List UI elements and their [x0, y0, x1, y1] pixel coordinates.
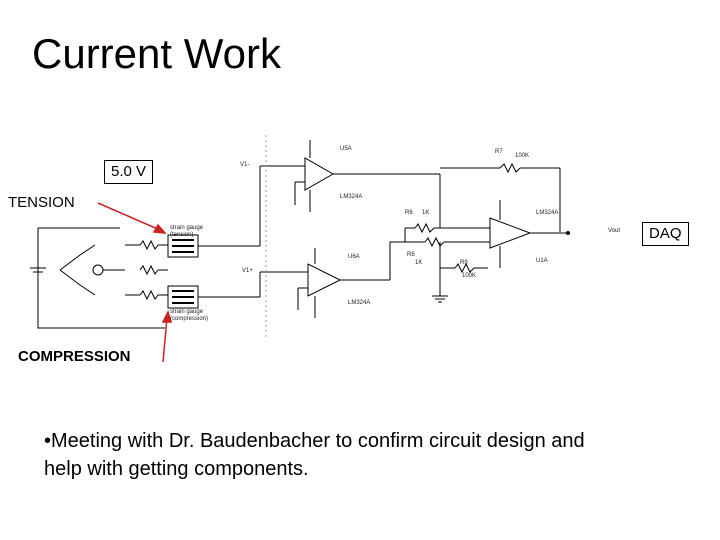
- label-gauge-tension-2: (tension): [170, 232, 193, 238]
- resistor-r6: [414, 222, 435, 234]
- compression-label: COMPRESSION: [18, 348, 131, 365]
- label-r6: R6: [405, 210, 413, 216]
- tension-label: TENSION: [8, 194, 75, 211]
- label-r7-value: 100K: [515, 153, 529, 159]
- label-v1-minus: V1-: [240, 162, 249, 168]
- label-u5a: U5A: [340, 146, 352, 152]
- label-r8: R8: [407, 252, 415, 258]
- bullet-text: •Meeting with Dr. Baudenbacher to confir…: [44, 430, 585, 480]
- resistor-r8: [424, 236, 445, 248]
- label-r9: R9: [460, 260, 468, 266]
- compression-arrow: [162, 317, 168, 363]
- label-lm324a-bottom: LM324A: [348, 300, 370, 306]
- label-r8-value: 1K: [415, 260, 422, 266]
- resistor-r7: [499, 162, 521, 174]
- op-amp-u5a: [304, 157, 335, 191]
- label-u1a: U1A: [536, 258, 548, 264]
- label-lm324a-top: LM324A: [340, 194, 362, 200]
- label-lm324a-right: LM324A: [536, 210, 558, 216]
- label-r9-value: 100K: [462, 273, 476, 279]
- label-gauge-tension-1: strain gauge: [170, 225, 204, 231]
- label-r6-value: 1K: [422, 210, 429, 216]
- label-gauge-compression-1: strain gauge: [170, 309, 204, 315]
- label-v1-plus: V1+: [242, 268, 253, 274]
- label-u6a: U6A: [348, 254, 360, 260]
- slide-title: Current Work: [32, 30, 281, 77]
- tension-arrow: [97, 202, 161, 231]
- label-gauge-compression-2: (compression): [170, 316, 208, 322]
- label-vout: Vout: [608, 228, 620, 234]
- daq-label: DAQ: [642, 222, 689, 246]
- label-r7: R7: [495, 149, 503, 155]
- op-amp-u6a: [307, 263, 342, 297]
- voltage-label: 5.0 V: [104, 160, 154, 184]
- op-amp-u1a: [489, 217, 532, 249]
- resistor-r9: [454, 262, 475, 274]
